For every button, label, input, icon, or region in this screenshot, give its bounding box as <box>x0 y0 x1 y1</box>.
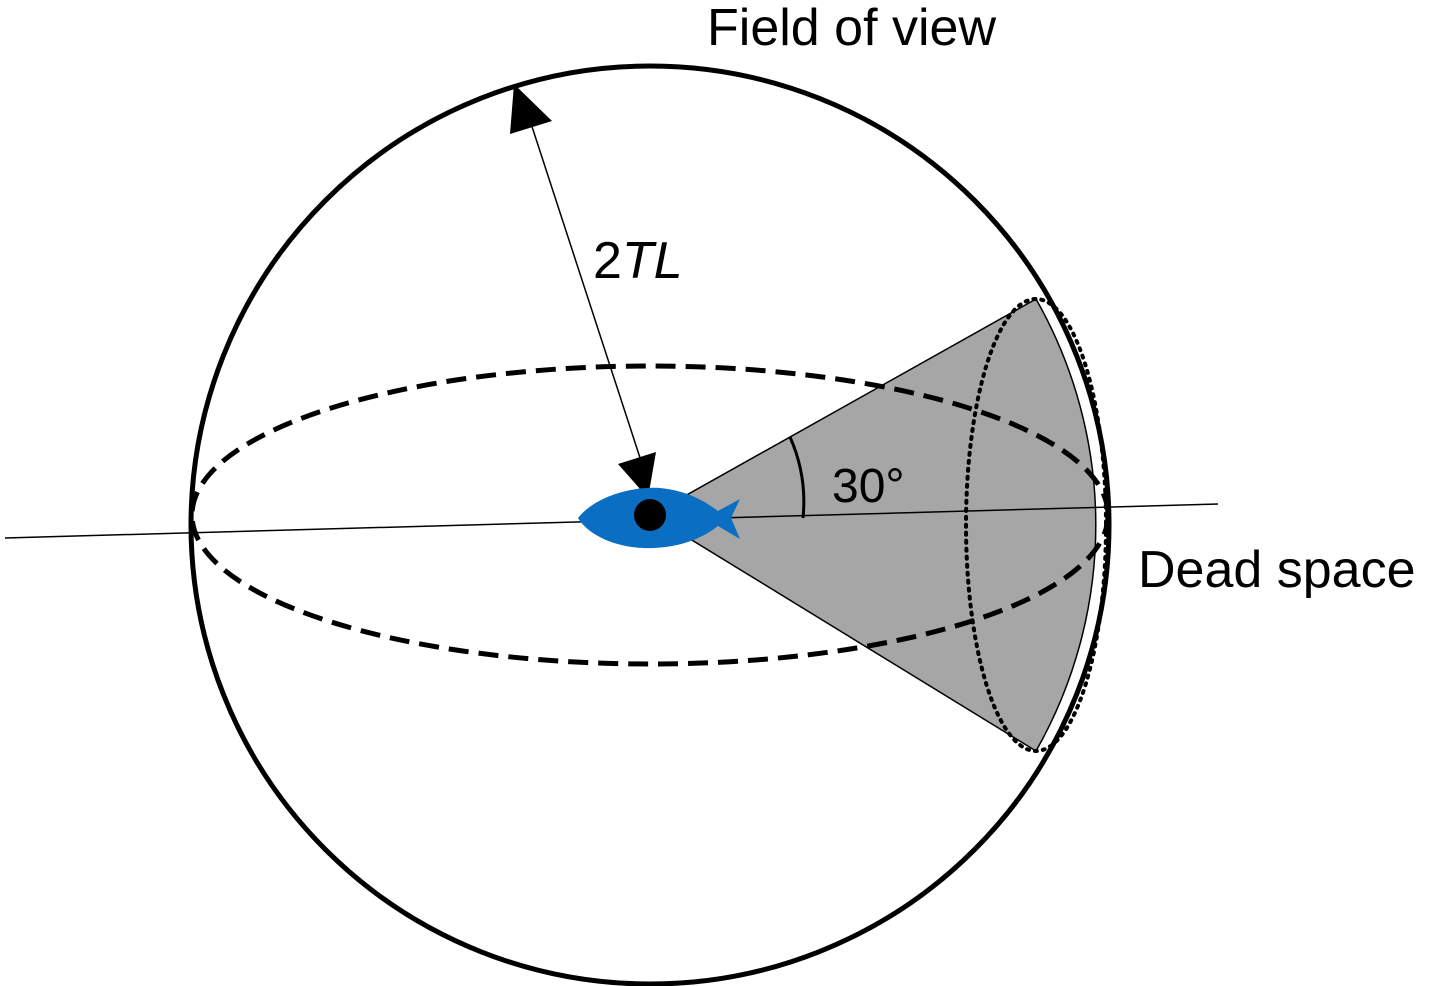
angle-arc <box>788 436 806 519</box>
distance-label: 2TL <box>593 232 683 290</box>
distance-label-italic: TL <box>622 232 683 290</box>
field-of-view-sphere <box>188 63 1112 986</box>
radius-arrow-line <box>521 95 645 471</box>
fish-icon <box>578 487 740 549</box>
angle-label: 30° <box>832 460 905 513</box>
fish-eye <box>634 499 666 531</box>
field-of-view-label: Field of view <box>707 0 996 57</box>
radius-arrowhead-bottom <box>618 452 656 498</box>
dead-space-label: Dead space <box>1138 541 1416 599</box>
radius-arrowhead-top <box>510 84 552 134</box>
distance-label-prefix: 2 <box>593 232 622 290</box>
